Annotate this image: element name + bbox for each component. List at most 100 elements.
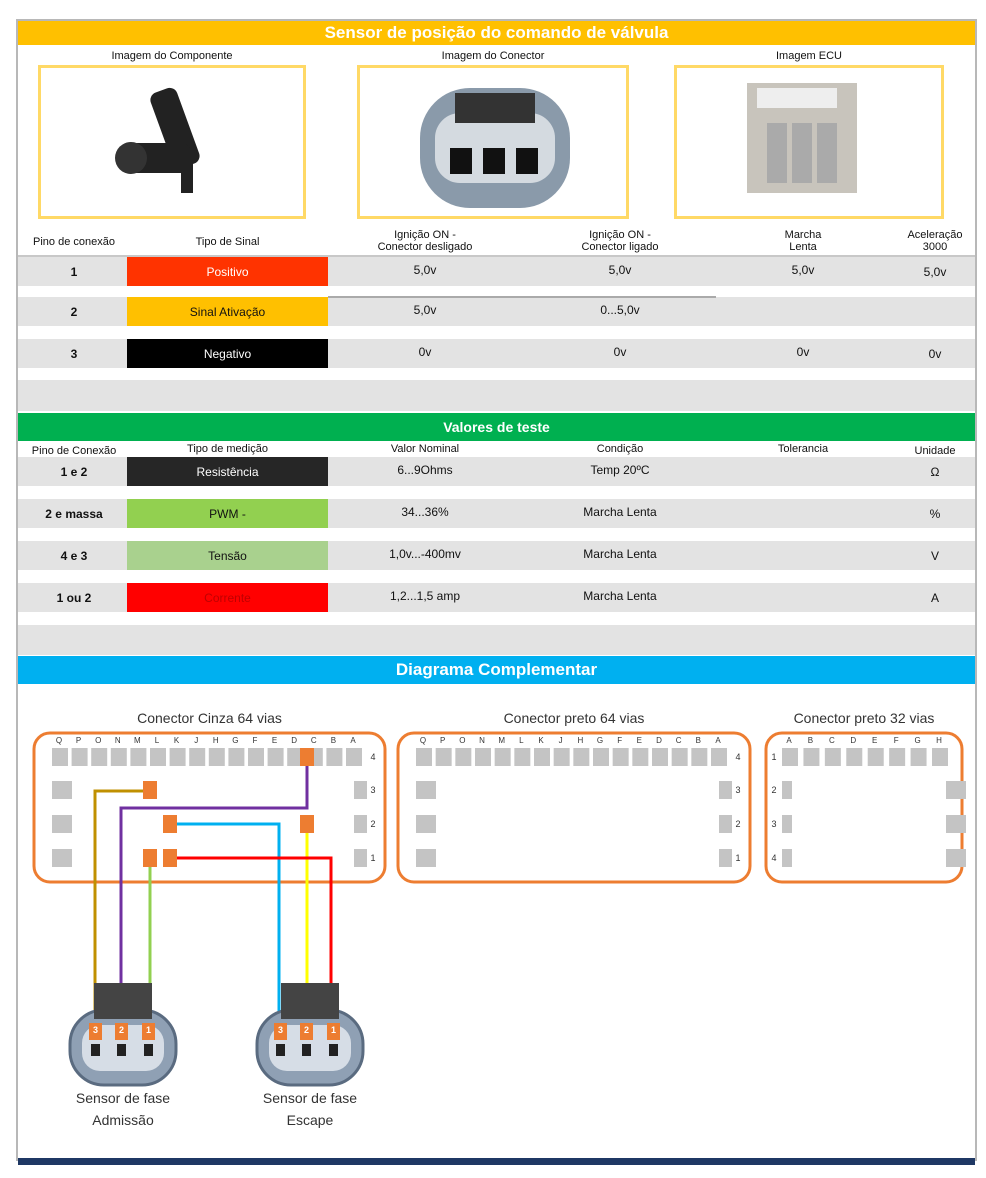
pin-slot [416, 815, 436, 833]
t1-header-ign-on: Ignição ON - Conector ligado [581, 229, 659, 253]
footer-bar [18, 1158, 975, 1165]
signal-type: Negativo [127, 339, 328, 368]
measurement-type: Resistência [127, 457, 328, 486]
value-ign-on: 0v [613, 344, 627, 359]
pin-slot [110, 748, 127, 766]
condition: Marcha Lenta [583, 588, 657, 603]
pin-slot [248, 748, 264, 766]
pin-slot [52, 849, 72, 867]
value-accel: 0v [928, 346, 942, 361]
pin-slot [346, 748, 362, 766]
pin-slot [910, 748, 927, 766]
row-label: 4 [771, 853, 777, 863]
pin-slot [593, 748, 609, 766]
sensor-location: Admissão [92, 1112, 154, 1128]
pin-slot [803, 748, 820, 766]
connected-pin [300, 815, 314, 833]
column-label: N [114, 736, 121, 745]
wire [170, 856, 333, 1030]
pin-slot [354, 781, 367, 799]
pin-slot [494, 748, 511, 766]
column-label: J [558, 736, 563, 745]
section-test-values: Valores de teste [18, 413, 975, 441]
pin-slot [326, 748, 343, 766]
connector-housing [32, 731, 387, 884]
measurement-type: PWM - [127, 499, 328, 528]
column-label: M [134, 736, 141, 745]
column-label: E [872, 736, 878, 745]
connector-image [357, 65, 629, 219]
sensor-terminal [302, 1044, 311, 1056]
column-label: A [715, 736, 721, 745]
page-frame [16, 19, 977, 1161]
pin-slot [932, 748, 948, 766]
connected-pin [300, 748, 314, 766]
value-ign-off: 5,0v [413, 262, 437, 277]
pin-slot [189, 748, 206, 766]
nominal-value: 34...36% [401, 504, 449, 519]
t2-header-nominal: Valor Nominal [390, 443, 460, 455]
pin-slot [354, 815, 367, 833]
sensor-pin [300, 1023, 313, 1040]
pin-slot [612, 748, 629, 766]
column-label: L [519, 736, 524, 745]
pin-slot [719, 815, 732, 833]
connected-pin [163, 849, 177, 867]
condition: Marcha Lenta [583, 504, 657, 519]
column-label: O [95, 736, 102, 745]
value-ign-off: 0v [418, 344, 432, 359]
signal-type: Sinal Ativação [127, 297, 328, 326]
pin-slot [824, 748, 841, 766]
column-label: M [498, 736, 505, 745]
column-label: G [232, 736, 239, 745]
pin-pair: 2 e massa [45, 506, 103, 521]
row-label: 1 [771, 752, 777, 762]
pin-slot [889, 748, 906, 766]
column-label: J [194, 736, 199, 745]
pin-slot [208, 748, 225, 766]
column-label: E [271, 736, 278, 745]
pin-slot [632, 748, 649, 766]
pin-slot [130, 748, 147, 766]
pin-slot [782, 849, 792, 867]
connected-pin [143, 849, 157, 867]
row-label: 3 [735, 785, 741, 795]
column-label: A [786, 736, 792, 745]
sensor-pin-number: 1 [330, 1025, 336, 1035]
ecu-image [674, 65, 944, 219]
pin-slot [52, 781, 72, 799]
column-label: C [310, 736, 317, 745]
pin-slot [946, 849, 966, 867]
pin-number: 1 [70, 264, 78, 279]
connected-pin [163, 815, 177, 833]
condition: Marcha Lenta [583, 546, 657, 561]
pin-slot [455, 748, 472, 766]
pin-slot [946, 781, 966, 799]
pin-slot [719, 849, 732, 867]
sensor-pin [115, 1023, 128, 1040]
t2-header-tolerance: Tolerancia [777, 443, 829, 455]
pin-number: 3 [70, 346, 78, 361]
pin-slot [514, 748, 531, 766]
t2-header-condition: Condição [596, 443, 644, 455]
pin-slot [475, 748, 491, 766]
column-label: D [850, 736, 857, 745]
pin-slot [846, 748, 863, 766]
pin-slot [782, 748, 798, 766]
sensor-connector-latch [281, 983, 339, 1019]
wire [93, 789, 150, 1030]
row-label: 1 [370, 853, 376, 863]
t1-header-pin: Pino de conexão [33, 236, 115, 248]
pin-slot [71, 748, 88, 766]
sensor-terminal [117, 1044, 126, 1056]
column-label: H [212, 736, 219, 745]
pin-slot [287, 748, 304, 766]
value-idle: 0v [796, 344, 810, 359]
column-label: L [154, 736, 160, 745]
pin-pair: 4 e 3 [60, 548, 88, 563]
pin-slot [228, 748, 245, 766]
row-label: 4 [735, 752, 741, 762]
sensor-pin-number: 3 [277, 1025, 283, 1035]
value-ign-on: 5,0v [608, 262, 632, 277]
t1-header-ign-off: Ignição ON - Conector desligado [377, 229, 473, 253]
